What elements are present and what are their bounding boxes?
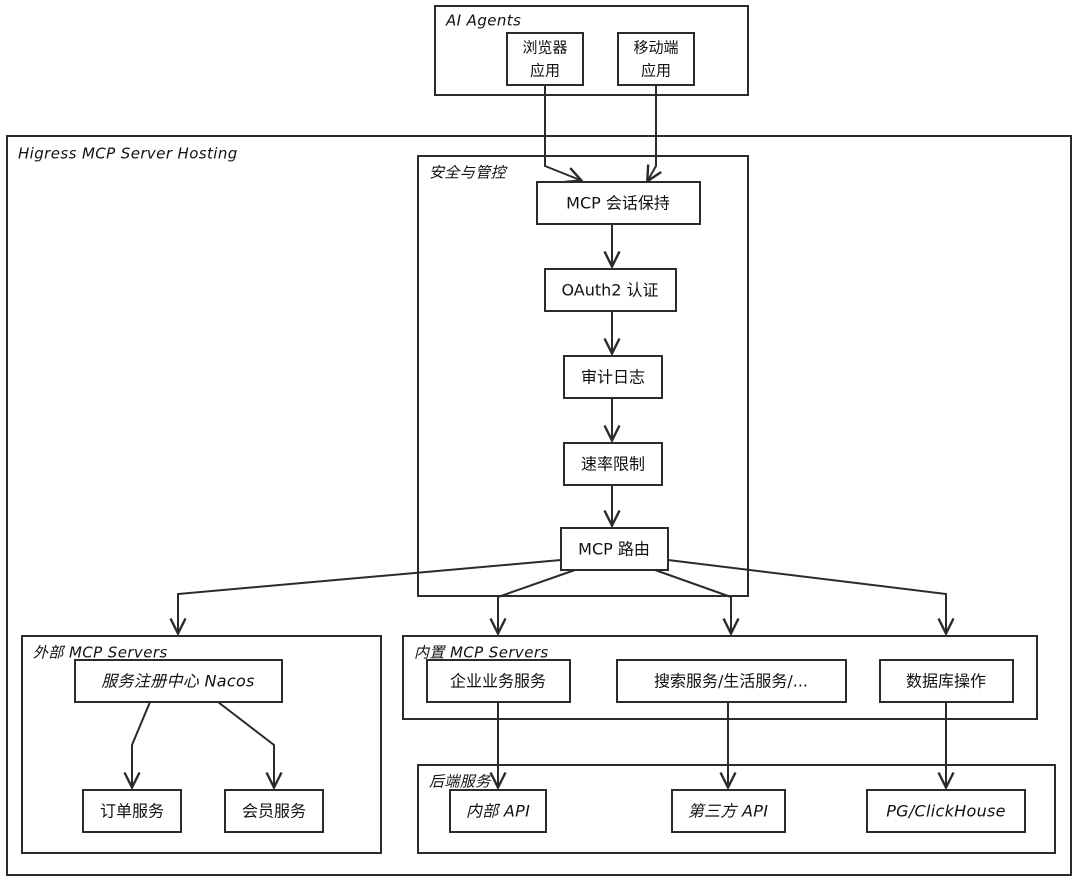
node-nacos-label: 服务注册中心 Nacos (101, 672, 254, 691)
edge-nacos-to-member (217, 701, 274, 786)
node-db-ops[interactable]: 数据库操作 (879, 659, 1014, 703)
group-ai-agents: AI Agents (434, 5, 749, 96)
node-third-party-api-box[interactable] (671, 789, 786, 833)
node-member-service-label: 会员服务 (242, 802, 306, 821)
node-mcp-session-box[interactable] (536, 181, 701, 225)
node-db-ops-box[interactable] (879, 659, 1014, 703)
node-mcp-session[interactable]: MCP 会话保持 (536, 181, 701, 225)
group-higress-label: Higress MCP Server Hosting (18, 145, 238, 163)
node-oauth2-box[interactable] (544, 268, 677, 312)
node-search-service-box[interactable] (616, 659, 847, 703)
edge-mobile-to-session (648, 85, 656, 180)
node-rate-limit[interactable]: 速率限制 (563, 442, 663, 486)
group-builtin-mcp-label: 内置 MCP Servers (414, 644, 549, 662)
node-rate-limit-box[interactable] (563, 442, 663, 486)
node-mcp-route[interactable]: MCP 路由 (560, 527, 669, 571)
node-oauth2-label: OAuth2 认证 (561, 281, 658, 300)
node-enterprise-service[interactable]: 企业业务服务 (426, 659, 571, 703)
node-search-service[interactable]: 搜索服务/生活服务/... (616, 659, 847, 703)
node-pg-clickhouse[interactable]: PG/ClickHouse (866, 789, 1026, 833)
node-pg-clickhouse-label: PG/ClickHouse (886, 802, 1006, 821)
group-backend-label: 后端服务 (429, 773, 492, 791)
node-enterprise-service-box[interactable] (426, 659, 571, 703)
node-nacos-box[interactable] (74, 659, 283, 703)
node-search-service-label: 搜索服务/生活服务/... (654, 672, 808, 691)
node-audit-log[interactable]: 审计日志 (563, 355, 663, 399)
node-order-service[interactable]: 订单服务 (82, 789, 182, 833)
edge-nacos-to-order (132, 701, 151, 786)
edge-route-to-search (654, 569, 731, 632)
node-audit-log-label: 审计日志 (581, 368, 645, 387)
edge-browser-to-session (544, 85, 580, 180)
node-mobile-app-label-line1: 移动端 (633, 39, 678, 57)
group-ai-agents-label: AI Agents (445, 12, 521, 30)
node-browser-app-label-line1: 浏览器 (522, 39, 567, 57)
node-rate-limit-label: 速率限制 (581, 455, 645, 474)
node-nacos[interactable]: 服务注册中心 Nacos (74, 659, 283, 703)
node-internal-api-box[interactable] (449, 789, 547, 833)
group-security-label: 安全与管控 (429, 164, 509, 182)
node-order-service-label: 订单服务 (100, 802, 164, 821)
node-enterprise-service-label: 企业业务服务 (450, 672, 546, 691)
node-mcp-route-box[interactable] (560, 527, 669, 571)
node-mcp-route-label: MCP 路由 (578, 540, 650, 559)
group-ai-agents-box (434, 5, 749, 96)
node-mcp-session-label: MCP 会话保持 (566, 194, 670, 213)
node-browser-app-label-line2: 应用 (530, 62, 560, 80)
node-browser-app[interactable]: 浏览器 应用 (506, 32, 584, 86)
node-order-service-box[interactable] (82, 789, 182, 833)
node-db-ops-label: 数据库操作 (906, 672, 986, 691)
node-third-party-api[interactable]: 第三方 API (671, 789, 786, 833)
group-external-mcp-label: 外部 MCP Servers (33, 644, 168, 662)
node-pg-clickhouse-box[interactable] (866, 789, 1026, 833)
node-oauth2[interactable]: OAuth2 认证 (544, 268, 677, 312)
node-internal-api-label: 内部 API (466, 802, 530, 821)
node-internal-api[interactable]: 内部 API (449, 789, 547, 833)
node-member-service[interactable]: 会员服务 (224, 789, 324, 833)
edge-route-to-external-mcp (178, 559, 562, 632)
node-mobile-app-label-line2: 应用 (641, 62, 671, 80)
node-member-service-box[interactable] (224, 789, 324, 833)
edge-route-to-dbops (667, 559, 946, 632)
edge-route-to-enterprise (498, 569, 576, 632)
node-mobile-app[interactable]: 移动端 应用 (617, 32, 695, 86)
node-third-party-api-label: 第三方 API (688, 802, 769, 821)
node-browser-app-box[interactable] (506, 32, 584, 86)
